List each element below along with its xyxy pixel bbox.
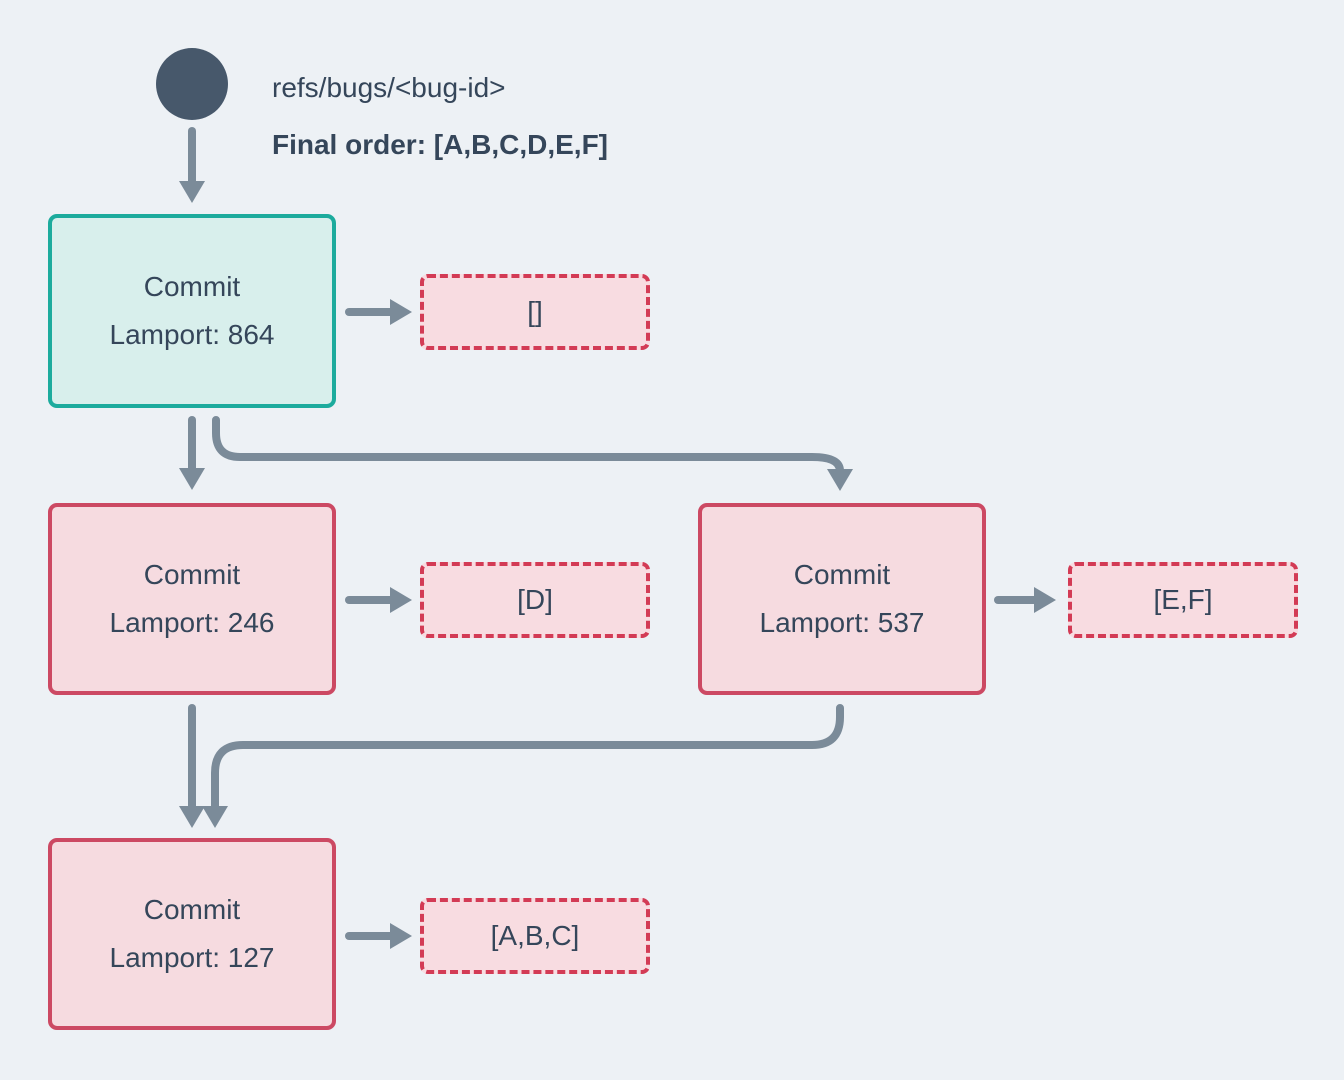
final-order-label: Final order: [A,B,C,D,E,F]	[272, 129, 608, 160]
edge-root-to-right	[212, 416, 853, 491]
edge-merge-to-ops-abc	[345, 923, 412, 949]
commit-lamport: Lamport: 127	[109, 942, 275, 973]
commit-title: Commit	[143, 559, 241, 590]
operations-node-ef: [E,F]	[1068, 562, 1298, 638]
edge-left-to-ops-d	[345, 587, 412, 613]
commit-lamport: Lamport: 864	[109, 319, 275, 350]
operations-node-empty: []	[420, 274, 650, 350]
commit-lamport: Lamport: 537	[759, 607, 925, 638]
operations-label: [D]	[517, 584, 553, 615]
commit-node-lamport-537: Commit Lamport: 537	[698, 503, 986, 695]
operations-label: [E,F]	[1153, 584, 1213, 615]
commit-title: Commit	[143, 894, 241, 925]
commit-node-lamport-246: Commit Lamport: 246	[48, 503, 336, 695]
operations-label: []	[527, 296, 543, 327]
edge-left-to-merge	[179, 704, 205, 828]
commit-node-lamport-127: Commit Lamport: 127	[48, 838, 336, 1030]
edge-right-to-ops-ef	[994, 587, 1056, 613]
commit-title: Commit	[793, 559, 891, 590]
edge-ref-to-root	[179, 127, 205, 203]
operations-label: [A,B,C]	[490, 920, 580, 951]
commit-title: Commit	[143, 271, 241, 302]
commit-node-lamport-864: Commit Lamport: 864	[48, 214, 336, 408]
operations-node-d: [D]	[420, 562, 650, 638]
edge-root-to-left	[179, 416, 205, 490]
edge-right-to-merge	[202, 704, 844, 828]
edge-root-to-ops-empty	[345, 299, 412, 325]
ref-name-label: refs/bugs/<bug-id>	[272, 72, 506, 103]
ref-head-circle	[156, 48, 228, 120]
commit-lamport: Lamport: 246	[109, 607, 275, 638]
operations-node-abc: [A,B,C]	[420, 898, 650, 974]
